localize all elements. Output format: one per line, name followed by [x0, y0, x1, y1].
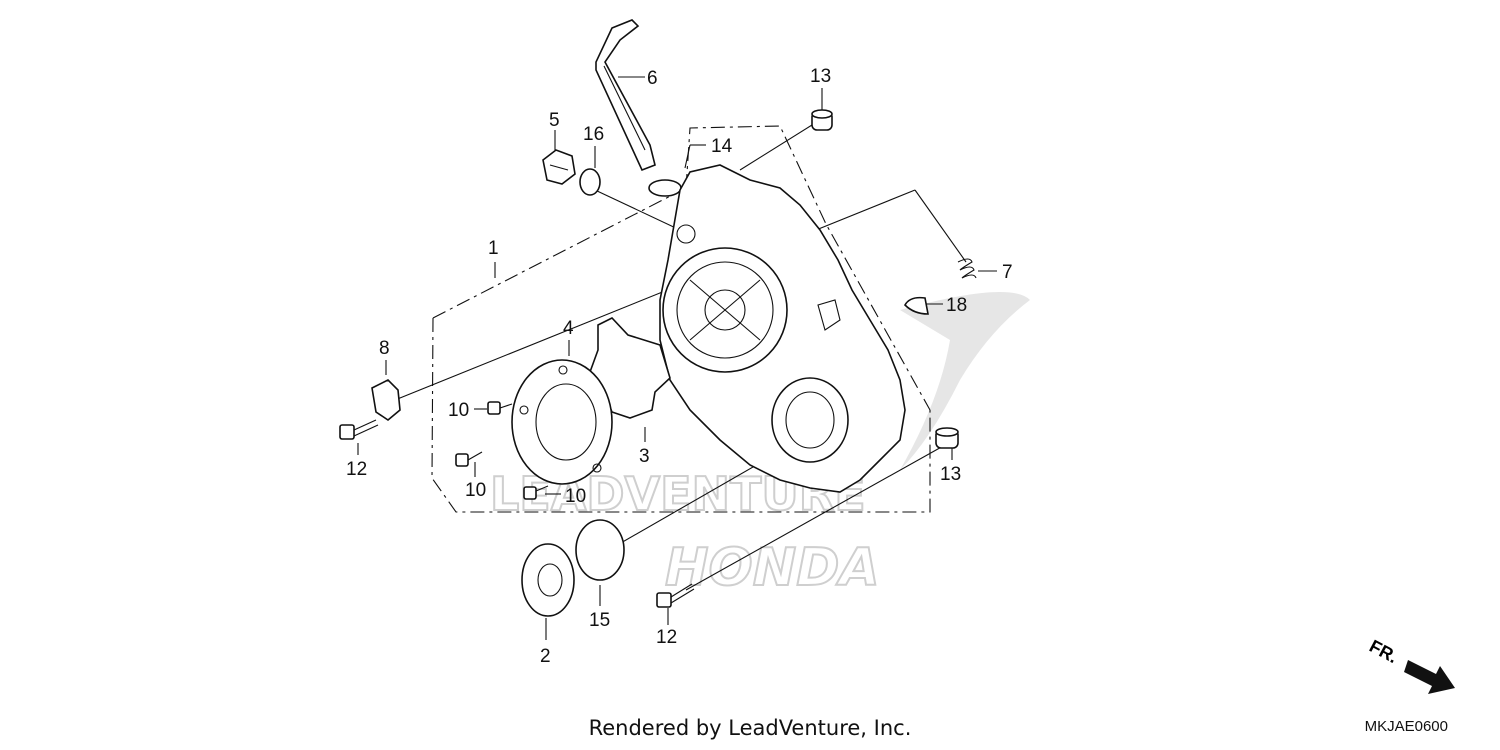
part-5-cap — [542, 149, 576, 185]
callout-1: 1 — [488, 238, 499, 259]
callout-5: 5 — [549, 110, 560, 131]
callout-4: 4 — [563, 318, 574, 339]
part-18-damper — [904, 296, 929, 315]
part-8-bracket — [371, 379, 401, 421]
part-2-cap — [521, 543, 575, 617]
part-6-rod — [595, 19, 656, 172]
callout-6: 6 — [647, 68, 658, 89]
callout-7: 7 — [1002, 262, 1013, 283]
callout-8: 8 — [379, 338, 390, 359]
callout-13a: 13 — [810, 66, 831, 87]
part-1-crankcase-cover — [659, 164, 906, 493]
callout-12b: 12 — [656, 627, 677, 648]
diagram-code: MKJAE0600 — [1364, 718, 1448, 735]
part-10-bolt-c — [523, 485, 549, 500]
part-12-bolt-left — [339, 419, 379, 440]
callout-2: 2 — [540, 646, 551, 667]
front-direction-indicator: FR. — [1366, 636, 1455, 694]
callout-12a: 12 — [346, 459, 367, 480]
part-7-spring — [957, 258, 977, 279]
callout-10b: 10 — [465, 480, 486, 501]
part-4-plate — [511, 359, 613, 485]
honda-wing-watermark — [900, 292, 1030, 470]
part-13-dowel-top — [811, 109, 833, 131]
callout-13b: 13 — [940, 464, 961, 485]
part-15-o-ring — [575, 519, 625, 581]
part-12-bolt-bottom — [656, 583, 695, 608]
part-10-bolt-b — [455, 451, 483, 467]
callout-16: 16 — [583, 124, 604, 145]
callout-14: 14 — [711, 136, 733, 157]
part-16-o-ring — [579, 168, 601, 196]
callout-3: 3 — [639, 446, 650, 467]
part-13-dowel-bottom — [935, 427, 959, 449]
part-10-bolt-a — [487, 401, 513, 415]
callout-labels: 1 2 3 4 5 6 7 8 10 10 10 12 12 13 13 14 … — [346, 66, 1013, 667]
callout-15: 15 — [589, 610, 610, 631]
front-direction-label: FR. — [1366, 636, 1401, 667]
render-credit: Rendered by LeadVenture, Inc. — [588, 716, 912, 740]
part-14-seal — [648, 179, 682, 197]
callout-10c: 10 — [565, 486, 586, 507]
callout-10a: 10 — [448, 400, 469, 421]
assembly-frame — [431, 125, 931, 513]
front-arrow-icon — [1404, 660, 1455, 694]
callout-18: 18 — [946, 295, 967, 316]
watermark-text-honda: HONDA — [665, 538, 880, 598]
